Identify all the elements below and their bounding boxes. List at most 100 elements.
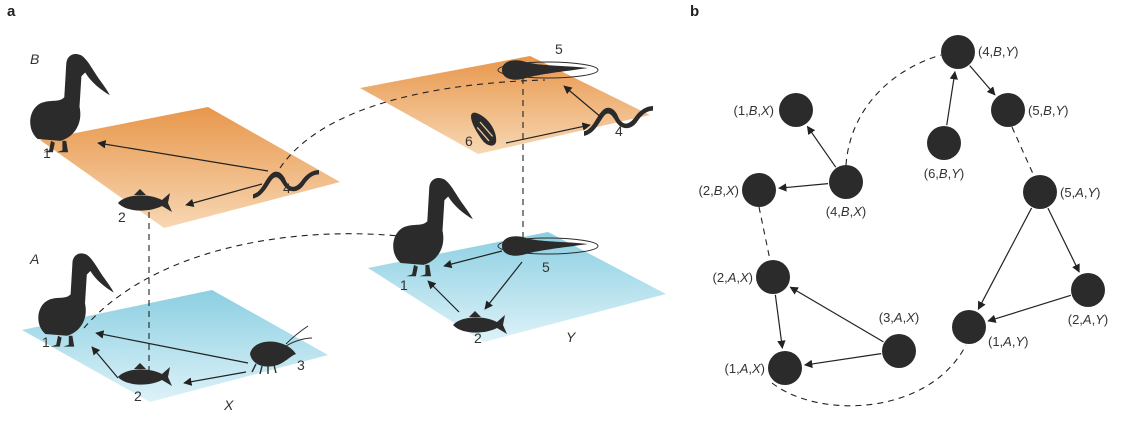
node-label-part: (2,: [1068, 312, 1083, 327]
node-label-part: ,: [1012, 334, 1016, 349]
node-label-part: A: [727, 270, 737, 285]
node-label: (5,B,Y): [1028, 103, 1068, 118]
node-label-part: ): [761, 361, 765, 376]
dispersal-link-4-b: [279, 79, 546, 169]
node-label-part: B: [939, 166, 948, 181]
node-label: (2,B,X): [699, 183, 739, 198]
interlayer-link: [845, 54, 942, 166]
node-label-part: A: [1082, 312, 1092, 327]
interlayer-link: [771, 344, 967, 407]
node-label-part: B: [993, 44, 1002, 59]
node-label-part: X: [760, 103, 771, 118]
node-label-part: ): [770, 103, 774, 118]
panel-label-b: b: [690, 3, 699, 20]
node-label-part: (1,: [725, 361, 740, 376]
trophic-edge: [946, 70, 958, 126]
layer-label-a: A: [29, 251, 39, 267]
species-number: 5: [555, 41, 563, 57]
node-label-part: (2,: [713, 270, 728, 285]
node-label-part: X: [852, 204, 863, 219]
node-label-part: (4,: [978, 44, 993, 59]
node-label-part: (2,: [699, 183, 714, 198]
node-label-part: (6,: [924, 166, 939, 181]
node-label-part: (3,: [879, 310, 894, 325]
node-label-part: Y: [1055, 103, 1065, 118]
arrow-3-1-ax: [95, 330, 249, 364]
network-node: [779, 93, 813, 127]
node-label-part: (1,: [988, 334, 1003, 349]
trophic-edge: [1047, 207, 1080, 273]
species-number: 2: [474, 330, 482, 346]
node-label: (3,A,X): [879, 310, 919, 325]
node-label-part: ,: [736, 270, 740, 285]
trophic-edge: [774, 294, 786, 350]
node-label-part: ,: [1052, 103, 1056, 118]
species-number: 1: [400, 277, 408, 293]
node-label-part: (1,: [734, 103, 749, 118]
trophic-edge: [803, 353, 882, 369]
node-label-part: B: [1043, 103, 1052, 118]
node-label-part: ,: [1092, 312, 1096, 327]
species-number: 5: [542, 259, 550, 275]
node-label-part: ): [1104, 312, 1108, 327]
trophic-edge: [987, 294, 1071, 323]
node-label-part: ,: [948, 166, 952, 181]
network-node: [829, 165, 863, 199]
node-label-part: ,: [903, 310, 907, 325]
node-label-part: ): [749, 270, 753, 285]
node-label-part: ): [735, 183, 739, 198]
trophic-edge: [789, 286, 884, 343]
tadpole-outline: [497, 61, 599, 79]
node-label: (2,A,Y): [1068, 312, 1108, 327]
arrow-3-2-ax: [183, 371, 247, 386]
node-label-part: Y: [951, 166, 961, 181]
network-node: [768, 351, 802, 385]
species-number: 3: [297, 357, 305, 373]
node-label-part: ): [960, 166, 964, 181]
trophic-edge: [806, 125, 837, 168]
node-label: (4,B,X): [826, 204, 866, 219]
node-label-part: A: [893, 310, 903, 325]
trophic-edge: [977, 207, 1033, 311]
node-label-part: (5,: [1028, 103, 1043, 118]
species-number: 4: [615, 123, 623, 139]
node-label-part: Y: [1095, 312, 1105, 327]
panel-label-a: a: [7, 3, 16, 20]
plane-layer-a-patch-y: [368, 232, 666, 342]
network-node: [952, 310, 986, 344]
layer-label-b: B: [30, 51, 39, 67]
node-label-part: A: [1002, 334, 1012, 349]
arrow-6-4-by: [505, 122, 591, 144]
interlayer-link: [1011, 126, 1035, 177]
dispersal-link-1-a: [83, 233, 431, 329]
plane-layer-a-patch-x: [22, 290, 328, 402]
node-label-part: Y: [1005, 44, 1015, 59]
node-label-part: ): [915, 310, 919, 325]
network-node: [991, 93, 1025, 127]
node-label-part: X: [905, 310, 916, 325]
arrow-5-2-ay: [484, 261, 523, 310]
node-label-part: A: [739, 361, 749, 376]
node-label: (1,A,Y): [988, 334, 1028, 349]
tadpole-outline: [497, 237, 599, 255]
network-node: [756, 260, 790, 294]
arrow-4-2-bx: [185, 183, 263, 208]
species-number: 2: [134, 388, 142, 404]
network-node: [927, 126, 961, 160]
patch-label-x: X: [223, 397, 234, 413]
plane-layer-b-patch-x: [40, 107, 340, 228]
trophic-edge: [778, 183, 829, 192]
node-label-part: X: [739, 270, 750, 285]
node-label-part: Y: [1015, 334, 1025, 349]
species-number: 1: [43, 145, 51, 161]
node-label: (4,B,Y): [978, 44, 1018, 59]
node-label-part: X: [725, 183, 736, 198]
network-node: [882, 334, 916, 368]
species-number: 4: [283, 180, 291, 196]
node-label-part: ): [862, 204, 866, 219]
network-node: [941, 35, 975, 69]
node-label-part: ): [1024, 334, 1028, 349]
node-label-part: ,: [757, 103, 761, 118]
node-label-part: ): [1064, 103, 1068, 118]
